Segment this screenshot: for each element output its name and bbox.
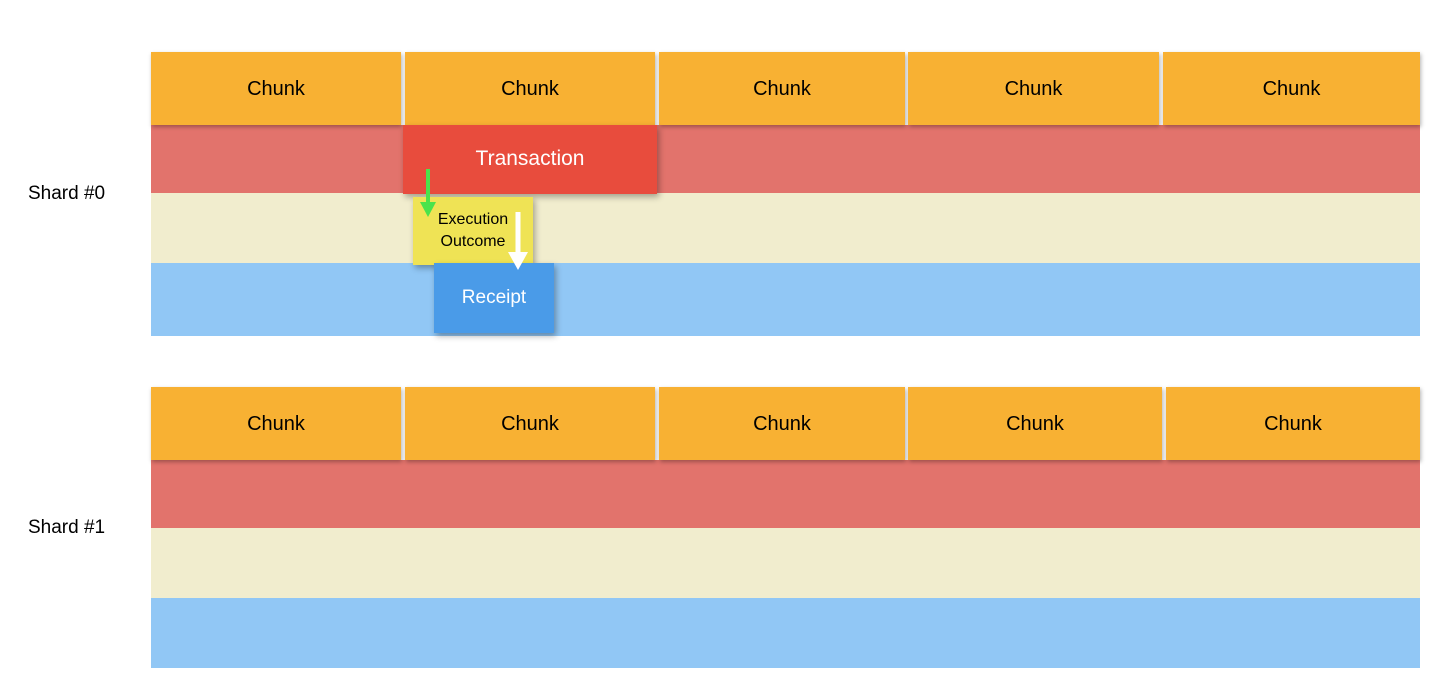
chunk-label: Chunk	[753, 77, 811, 100]
chunk-label: Chunk	[247, 412, 305, 435]
transaction-label: Transaction	[475, 147, 585, 171]
execution-outcome-line-2: Outcome	[440, 233, 506, 250]
chunk-label: Chunk	[247, 77, 305, 100]
shard-0-group: Chunk Chunk Chunk Chunk Chunk Transactio…	[151, 52, 1420, 336]
shard-1-chunk-1[interactable]: Chunk	[151, 387, 401, 460]
chunk-label: Chunk	[1004, 77, 1063, 100]
execution-outcome-label: Execution Outcome	[438, 209, 508, 252]
transaction-box[interactable]: Transaction	[403, 125, 657, 194]
shard-0-chunk-2[interactable]: Chunk	[405, 52, 655, 125]
shard-0-label: Shard #0	[28, 183, 106, 204]
execution-outcome-line-1: Execution	[437, 211, 509, 229]
chunk-label: Chunk	[1006, 412, 1064, 435]
shard-0-transaction-band	[151, 125, 1420, 193]
shard-1-chunk-3[interactable]: Chunk	[659, 387, 905, 460]
shard-1-chunk-5[interactable]: Chunk	[1166, 387, 1420, 460]
shard-0-chunk-row: Chunk Chunk Chunk Chunk Chunk	[151, 52, 1420, 125]
shard-1-transaction-band	[151, 460, 1420, 528]
chunk-label: Chunk	[501, 412, 559, 435]
shard-1-label: Shard #1	[28, 517, 106, 538]
chunk-label: Chunk	[1264, 412, 1322, 435]
shard-1-outcome-band	[151, 528, 1420, 598]
shard-0-chunk-5[interactable]: Chunk	[1163, 52, 1420, 125]
shard-0-chunk-3[interactable]: Chunk	[659, 52, 905, 125]
shard-0-chunk-4[interactable]: Chunk	[908, 52, 1159, 125]
outcome-to-receipt-arrow	[508, 212, 528, 270]
chunk-label: Chunk	[753, 412, 811, 435]
receipt-label: Receipt	[461, 287, 527, 309]
shard-1-group: Chunk Chunk Chunk Chunk Chunk	[151, 387, 1420, 668]
shard-0-chunk-1[interactable]: Chunk	[151, 52, 401, 125]
shard-0-receipt-band	[151, 263, 1420, 336]
execution-outcome-box[interactable]: Execution Outcome	[413, 197, 533, 265]
shard-1-chunk-2[interactable]: Chunk	[405, 387, 655, 460]
chunk-label: Chunk	[1262, 77, 1321, 100]
chunk-label: Chunk	[501, 77, 559, 100]
transaction-to-outcome-arrow	[420, 169, 436, 217]
receipt-box[interactable]: Receipt	[434, 263, 554, 333]
shard-0-outcome-band	[151, 193, 1420, 263]
shard-1-receipt-band	[151, 598, 1420, 668]
shard-1-chunk-4[interactable]: Chunk	[908, 387, 1162, 460]
shard-1-chunk-row: Chunk Chunk Chunk Chunk Chunk	[151, 387, 1420, 460]
